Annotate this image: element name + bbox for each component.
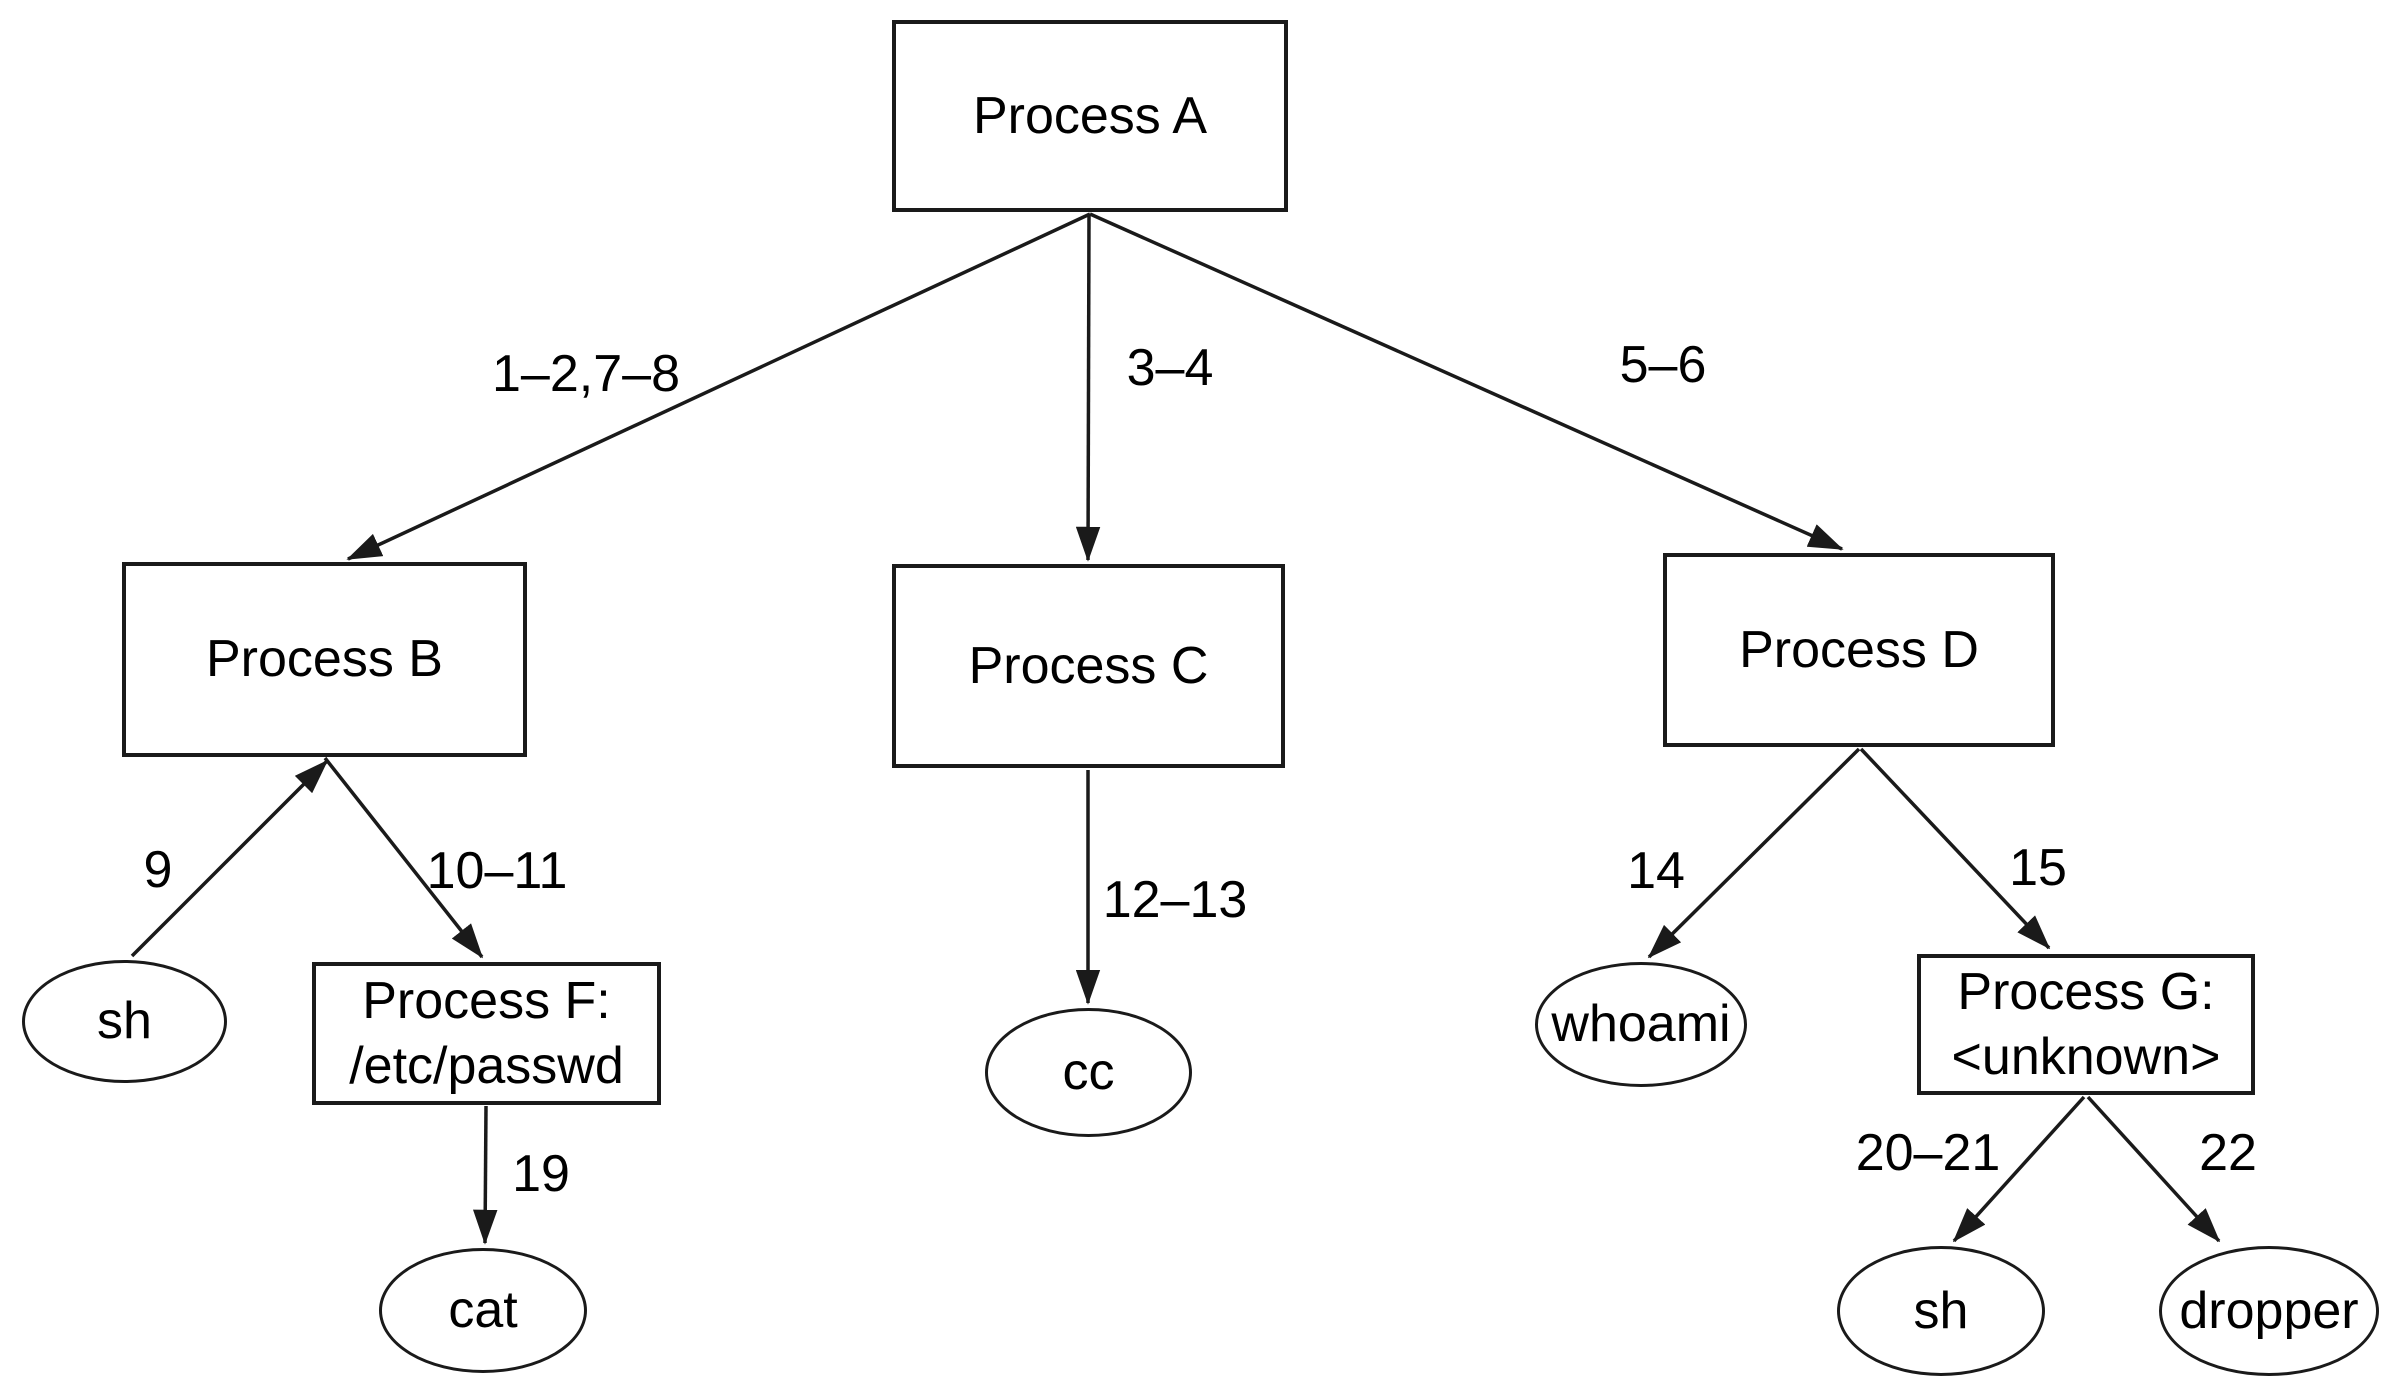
node-label: dropper	[2179, 1281, 2359, 1340]
node-label: Process A	[972, 86, 1208, 145]
node-process-d: Process D	[1663, 553, 2055, 747]
node-label: cc	[1062, 1043, 1115, 1101]
edge-d-g	[1859, 747, 2051, 950]
edge-a-d	[1089, 212, 1844, 551]
node-label: Process D	[1739, 620, 1979, 679]
edge-g-dropper	[2086, 1095, 2221, 1243]
edge-label-a-d: 5–6	[1619, 336, 1707, 394]
edge-b-f	[323, 756, 484, 959]
node-label-line2: <unknown>	[1951, 1027, 2221, 1086]
node-label: cat	[448, 1281, 518, 1339]
node-process-g: Process G: <unknown>	[1917, 954, 2255, 1095]
node-whoami: whoami	[1535, 962, 1747, 1087]
edge-label-a-b: 1–2,7–8	[492, 345, 680, 403]
node-label-line2: /etc/passwd	[349, 1036, 624, 1095]
node-label: whoami	[1551, 995, 1731, 1053]
node-dropper: dropper	[2159, 1246, 2379, 1376]
edge-label-c-cc: 12–13	[1102, 871, 1248, 929]
node-label-line1: Process F:	[362, 971, 611, 1030]
edge-a-c	[1075, 213, 1101, 562]
edge-g-sh	[1952, 1095, 2086, 1243]
edge-label-d-g: 15	[2009, 839, 2067, 897]
node-label: Process C	[968, 636, 1209, 695]
node-cc: cc	[985, 1008, 1192, 1137]
node-label-line1: Process G:	[1957, 962, 2215, 1021]
edge-label-sh-b: 9	[143, 841, 173, 899]
edge-label-f-cat: 19	[512, 1145, 570, 1203]
edge-label-a-c: 3–4	[1126, 339, 1214, 397]
edge-sh-b	[130, 759, 329, 958]
node-process-a: Process A	[892, 20, 1288, 212]
node-cat: cat	[379, 1248, 587, 1373]
node-process-b: Process B	[122, 562, 527, 757]
edge-label-b-f: 10–11	[426, 842, 568, 900]
edge-label-g-sh: 20–21	[1855, 1124, 2001, 1182]
node-label: sh	[1913, 1281, 1969, 1340]
edge-a-b	[346, 212, 1091, 561]
edge-d-whoami	[1647, 747, 1861, 959]
node-label: Process B	[206, 630, 443, 688]
node-label: sh	[97, 992, 152, 1050]
edge-label-g-dropper: 22	[2199, 1124, 2257, 1182]
node-process-c: Process C	[892, 564, 1285, 768]
node-sh-left: sh	[22, 960, 227, 1083]
edge-f-cat	[472, 1105, 498, 1245]
node-process-f: Process F: /etc/passwd	[312, 962, 661, 1105]
edge-label-d-whoami: 14	[1627, 842, 1685, 900]
node-sh-right: sh	[1837, 1246, 2045, 1376]
